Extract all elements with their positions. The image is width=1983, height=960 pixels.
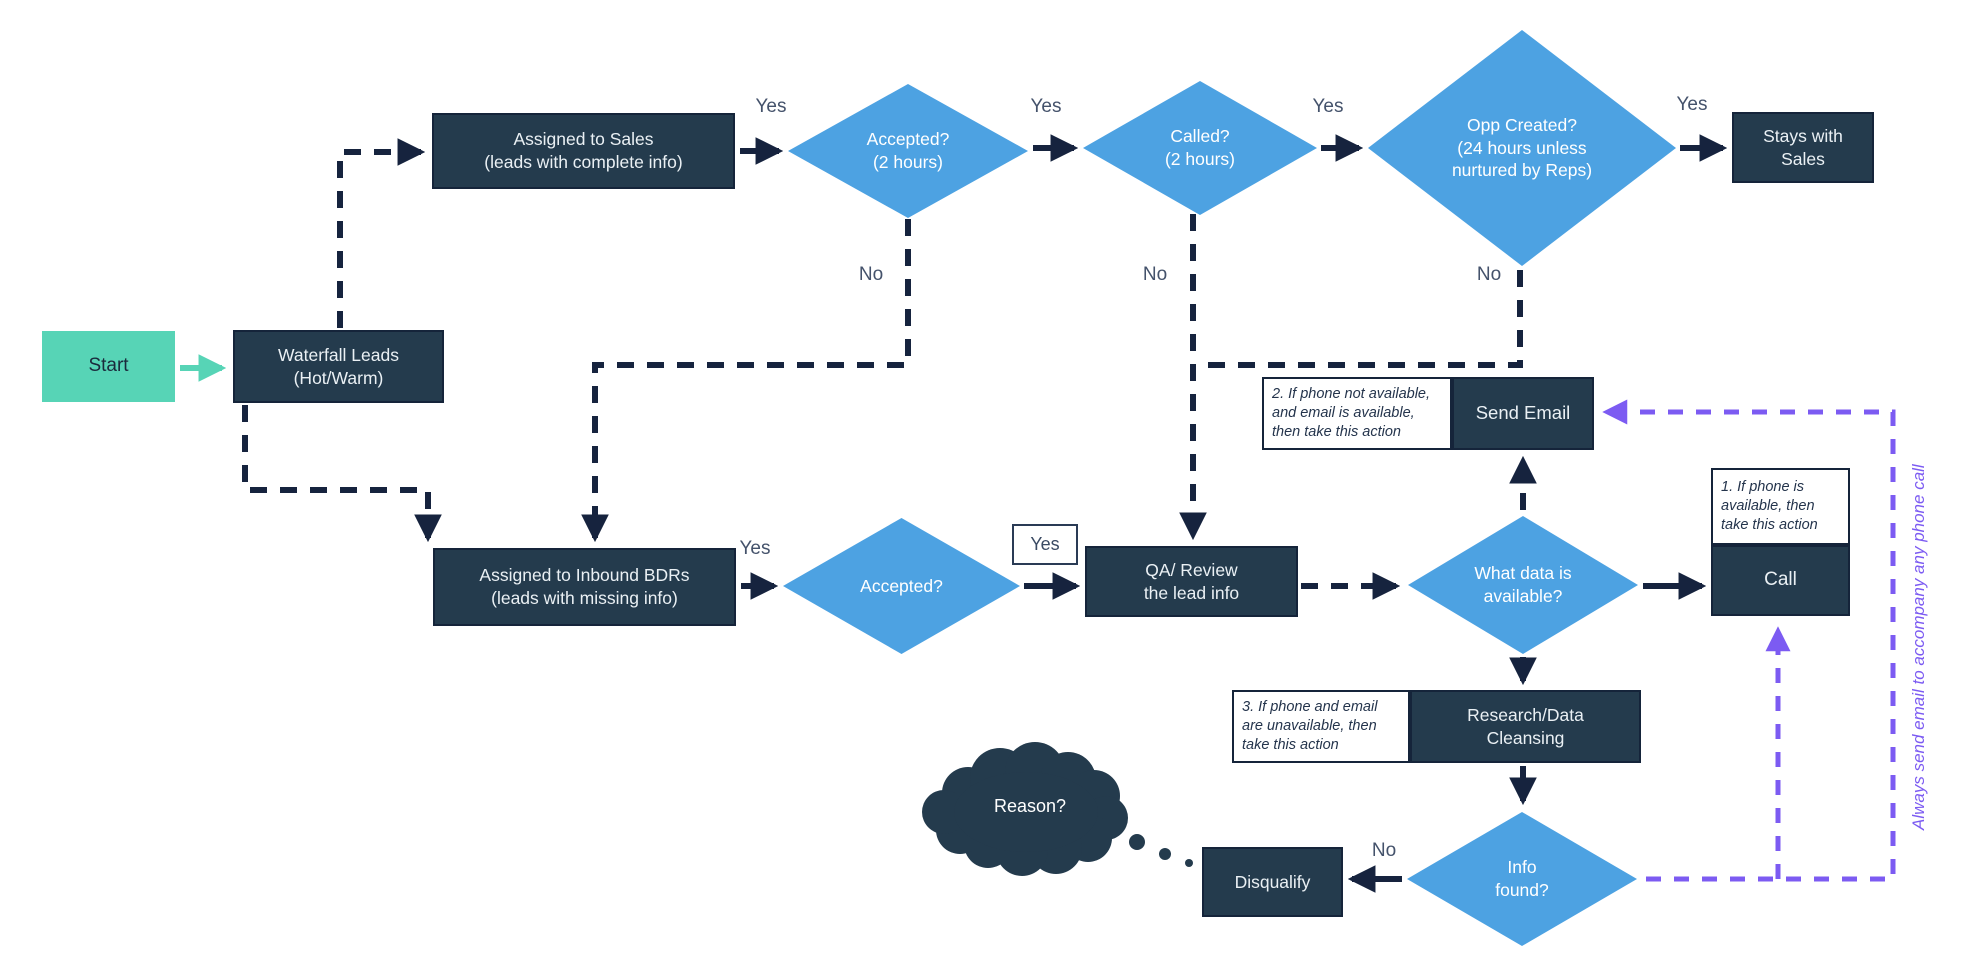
node-call: Call	[1711, 545, 1850, 616]
thought-dot-small	[1185, 859, 1193, 867]
thought-dot-medium	[1159, 848, 1171, 860]
thought-cloud-label: Reason?	[993, 796, 1067, 816]
annotation-call: 1. If phone is available, then take this…	[1711, 468, 1850, 545]
label-no-infofound: No	[1371, 840, 1397, 861]
node-qa-review: QA/ Review the lead info	[1085, 546, 1298, 617]
node-disqualify: Disqualify	[1202, 847, 1343, 917]
edge-waterfall-to-inbound	[242, 405, 442, 543]
label-yes-opp: Yes	[1676, 94, 1708, 115]
edge-accepted-no-to-inbound	[581, 219, 911, 543]
label-no-opp: No	[1476, 264, 1502, 285]
node-assigned-to-inbound-bdrs: Assigned to Inbound BDRs (leads with mis…	[433, 548, 736, 626]
thought-cloud	[922, 742, 1193, 876]
label-no-called: No	[1142, 264, 1168, 285]
edge-infofound-yes-to-sendemail	[1602, 399, 1896, 882]
label-yes-called: Yes	[1312, 96, 1344, 117]
label-yes-sales: Yes	[755, 96, 787, 117]
label-yes-boxed: Yes	[1012, 524, 1078, 565]
node-send-email: Send Email	[1452, 377, 1594, 450]
edge-waterfall-to-sales	[337, 138, 426, 328]
node-start: Start	[42, 331, 175, 402]
label-yes-inbound: Yes	[739, 538, 771, 559]
annotation-send-email: 2. If phone not available, and email is …	[1262, 377, 1452, 450]
node-stays-with-sales: Stays with Sales	[1732, 112, 1874, 183]
label-yes-accepted: Yes	[1030, 96, 1062, 117]
node-research-data-cleansing: Research/Data Cleansing	[1410, 690, 1641, 763]
side-note-always-email: Always send email to accompany any phone…	[1909, 464, 1928, 831]
node-waterfall-leads: Waterfall Leads (Hot/Warm)	[233, 330, 444, 403]
node-assigned-to-sales: Assigned to Sales (leads with complete i…	[432, 113, 735, 189]
annotation-research: 3. If phone and email are unavailable, t…	[1232, 690, 1410, 763]
thought-dot-large	[1129, 834, 1145, 850]
label-no-accepted: No	[858, 264, 884, 285]
edge-opp-no-join	[1199, 270, 1523, 368]
